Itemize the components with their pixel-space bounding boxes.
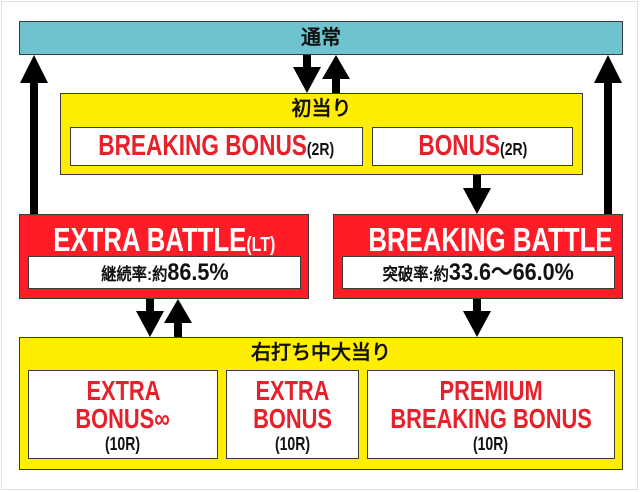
premium-breaking-bonus-box: PREMIUM BREAKING BONUS (10R)	[367, 370, 615, 459]
arrow-up-icon	[322, 55, 350, 93]
breaking-battle-box: BREAKING BATTLE 突破率:約33.6〜66.0%	[333, 214, 623, 299]
arrow-down-icon	[136, 299, 164, 337]
extra-bonus-infinity-line2: BONUS∞	[75, 402, 171, 434]
premium-breaking-bonus-rounds: (10R)	[473, 433, 509, 454]
premium-breaking-bonus-line2: BREAKING BONUS	[390, 402, 592, 434]
first-hit-title: 初当り	[291, 98, 352, 120]
arrow-down-icon	[463, 175, 491, 214]
right-hit-box: 右打ち中大当り EXTRA BONUS∞ (10R) EXTRA BONUS (…	[19, 337, 623, 470]
breaking-battle-rate-box: 突破率:約33.6〜66.0%	[342, 256, 615, 289]
breaking-battle-title: BREAKING BATTLE	[368, 221, 613, 258]
bonus-box: BONUS(2R)	[372, 127, 573, 166]
extra-battle-box: EXTRA BATTLE(LT) 継続率:約86.5%	[19, 214, 309, 299]
extra-battle-rate: 継続率:約86.5%	[100, 258, 229, 286]
premium-breaking-bonus-line1: PREMIUM	[439, 374, 543, 406]
arrow-up-icon	[594, 55, 622, 215]
arrow-down-icon	[463, 299, 491, 337]
normal-state-label: 通常	[301, 27, 341, 49]
breaking-battle-rate: 突破率:約33.6〜66.0%	[382, 258, 575, 286]
extra-bonus-infinity-rounds: (10R)	[105, 433, 141, 454]
extra-bonus-infinity-box: EXTRA BONUS∞ (10R)	[28, 370, 218, 459]
normal-state-box: 通常	[19, 21, 623, 55]
first-hit-box: 初当り BREAKING BONUS(2R) BONUS(2R)	[60, 93, 583, 175]
extra-bonus-line1: EXTRA	[255, 374, 330, 406]
extra-bonus-rounds: (10R)	[274, 433, 311, 454]
extra-bonus-line2: BONUS	[253, 402, 332, 434]
right-hit-title: 右打ち中大当り	[251, 342, 391, 364]
extra-battle-rate-box: 継続率:約86.5%	[28, 256, 301, 289]
breaking-bonus-label: BREAKING BONUS(2R)	[98, 130, 335, 162]
bonus-label: BONUS(2R)	[418, 130, 527, 162]
arrow-down-icon	[293, 55, 321, 93]
extra-battle-title: EXTRA BATTLE(LT)	[53, 221, 275, 258]
extra-bonus-infinity-line1: EXTRA	[85, 374, 161, 406]
breaking-bonus-box: BREAKING BONUS(2R)	[70, 127, 363, 166]
arrow-up-icon	[164, 299, 192, 337]
extra-bonus-box: EXTRA BONUS (10R)	[226, 370, 359, 459]
arrow-up-icon	[20, 55, 48, 215]
